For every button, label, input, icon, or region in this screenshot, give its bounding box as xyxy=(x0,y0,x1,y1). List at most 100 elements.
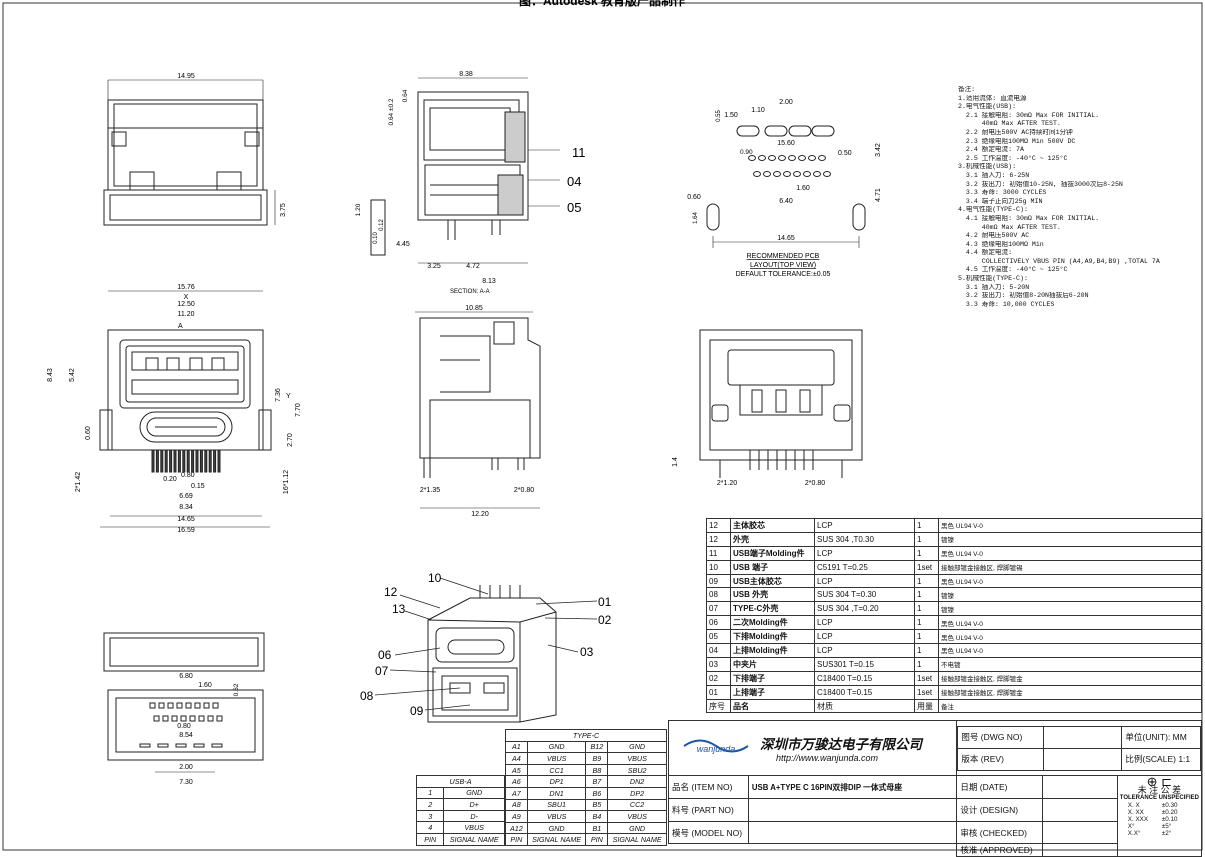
note-line: 2.1 接触电阻: 30mΩ Max FOR INITIAL. xyxy=(958,111,1100,119)
front-pin xyxy=(199,449,203,473)
bottom-pin xyxy=(212,702,219,709)
front-pin xyxy=(217,449,221,473)
bom-no: 11 xyxy=(706,545,731,561)
bom-name: 上排端子 xyxy=(730,684,815,700)
type-c-pin: B5 xyxy=(585,798,609,812)
type-c-footer-cell: SIGNAL NAME xyxy=(526,833,587,846)
iso-callout-06: 06 xyxy=(378,648,392,662)
section-dim-8: 4.72 xyxy=(466,263,480,270)
tolerance-format: X.X° xyxy=(1127,830,1141,837)
side-view xyxy=(415,311,541,509)
rear-view xyxy=(699,329,863,478)
pcb-dim-8: 1.60 xyxy=(796,185,810,192)
side-dim-3: 12.20 xyxy=(471,511,489,518)
bottom-pin xyxy=(176,702,183,709)
side-dim-1: 2*1.35 xyxy=(420,487,440,494)
note-line: 2.3 绝缘电阻100MΩ Min 500V DC xyxy=(958,137,1076,145)
type-c-signal: VBUS xyxy=(526,810,587,823)
bottom-dim-5: 2.00 xyxy=(179,764,193,771)
bottom-pin xyxy=(162,715,169,722)
front-dim-1: 12.50 xyxy=(177,301,195,308)
bom-name: 外壳 xyxy=(730,531,815,547)
front-pin xyxy=(169,449,173,473)
top-view xyxy=(103,79,276,226)
tolerance-row: X. XXX±0.10 xyxy=(1128,816,1199,823)
usb-a-pin: 1 xyxy=(415,786,445,800)
bom-name: USB端子Molding件 xyxy=(730,545,815,561)
section-dim-1: 0.64 xyxy=(402,89,409,102)
note-line: 40mΩ Max AFTER TEST. xyxy=(958,120,1061,128)
iso-callout-08: 08 xyxy=(360,689,374,703)
section-dim-4: 0.10 xyxy=(373,232,379,244)
note-line: 2.2 耐电压500V AC持续时间1分钟 xyxy=(958,128,1073,136)
type-c-pin: B1 xyxy=(585,821,609,835)
section-callout-04: 04 xyxy=(567,174,581,189)
bom-material: SUS 304 T=0.30 xyxy=(814,587,915,603)
bottom-pin xyxy=(203,702,210,709)
front-pin xyxy=(182,449,186,473)
side-dim-2: 2*0.80 xyxy=(514,487,534,494)
bom-qty: 1set xyxy=(914,670,939,686)
pcb-caption-3: DEFAULT TOLERANCE:±0.05 xyxy=(736,271,831,278)
bottom-pin xyxy=(185,702,192,709)
section-dim-5: 0.12 xyxy=(379,219,385,231)
front-pin xyxy=(186,449,190,473)
pcb-pad xyxy=(818,155,826,161)
note-line: 2.4 额定电流: 7A xyxy=(958,146,1024,154)
note-line: 4.2 耐电压500V AC xyxy=(958,232,1030,240)
front-dim-10: 16*1.12 xyxy=(283,470,290,494)
tolerance-row: X.X°±2° xyxy=(1128,830,1199,837)
pcb-pad xyxy=(788,155,796,161)
bom-remark: 备注 xyxy=(938,698,1202,714)
front-dim-7: 0.60 xyxy=(85,426,92,440)
bom-remark: 不电镀 xyxy=(938,656,1202,672)
bottom-pin xyxy=(149,702,156,709)
front-view xyxy=(99,290,272,528)
bom-remark: 接触部镀金接触区, 焊脚镀金 xyxy=(938,684,1202,700)
bom-remark: 镀镍 xyxy=(938,587,1202,603)
type-c-pin: A12 xyxy=(505,821,528,835)
type-c-signal: GND xyxy=(607,740,667,754)
front-pin xyxy=(160,449,164,473)
bom-no: 09 xyxy=(706,573,731,589)
bom-material: C18400 T=0.15 xyxy=(814,684,915,700)
top-dim-height: 3.75 xyxy=(280,203,287,217)
front-dim-16: 14.65 xyxy=(177,516,195,523)
front-pin xyxy=(177,449,181,473)
bom-no: 02 xyxy=(706,670,731,686)
note-line: 3.4 端子正向力25g MIN xyxy=(958,197,1043,205)
bom-qty: 1 xyxy=(914,545,939,561)
bom-qty: 1 xyxy=(914,518,939,533)
iso-callout-02: 02 xyxy=(598,613,612,627)
note-line: 3.1 插入力: 5-20N xyxy=(958,283,1030,291)
bom-qty: 1 xyxy=(914,587,939,603)
type-c-signal: DP2 xyxy=(607,786,667,800)
pcb-pad xyxy=(823,171,831,177)
front-dim-3: 8.43 xyxy=(47,368,54,382)
type-c-pin: B7 xyxy=(585,775,609,788)
bom-qty: 用量 xyxy=(914,698,939,714)
bottom-pin xyxy=(189,715,196,722)
note-line: 40mΩ Max AFTER TEST. xyxy=(958,223,1061,231)
note-line: 3.3 寿命: 10,000 CYCLES xyxy=(958,300,1055,308)
bom-material: SUS 304 ,T0.30 xyxy=(814,531,915,547)
section-dim-3: 1.20 xyxy=(355,203,362,216)
bottom-pin xyxy=(153,715,160,722)
bom-remark: 黑色 UL94 V-0 xyxy=(938,629,1202,645)
bom-qty: 1 xyxy=(914,629,939,645)
bom-material: LCP xyxy=(814,518,915,533)
front-dim-5: 7.36 xyxy=(275,388,282,402)
pcb-dim-6: 0.50 xyxy=(838,150,852,157)
dwg-no-label: 图号 (DWG NO) xyxy=(957,725,1045,749)
type-c-signal: VBUS xyxy=(607,752,667,765)
rear-dim-2: 2*0.80 xyxy=(805,480,825,487)
bom-remark: 黑色 UL94 V-0 xyxy=(938,573,1202,589)
section-callout-11: 11 xyxy=(572,145,586,160)
type-c-signal: CC1 xyxy=(526,763,587,777)
